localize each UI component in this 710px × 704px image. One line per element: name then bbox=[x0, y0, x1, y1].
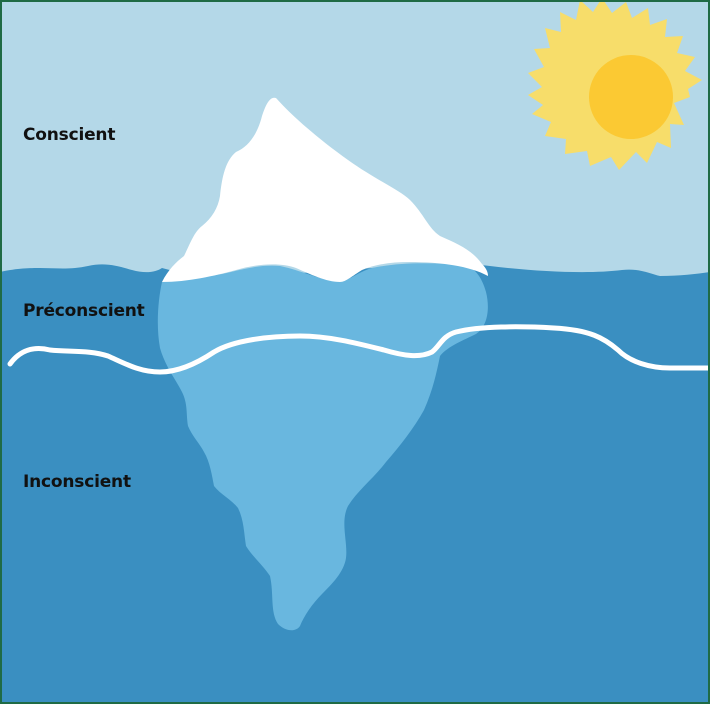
sun-core bbox=[589, 55, 673, 139]
label-conscient: Conscient bbox=[23, 125, 115, 145]
label-preconscient: Préconscient bbox=[23, 301, 145, 321]
label-inconscient: Inconscient bbox=[23, 472, 131, 492]
